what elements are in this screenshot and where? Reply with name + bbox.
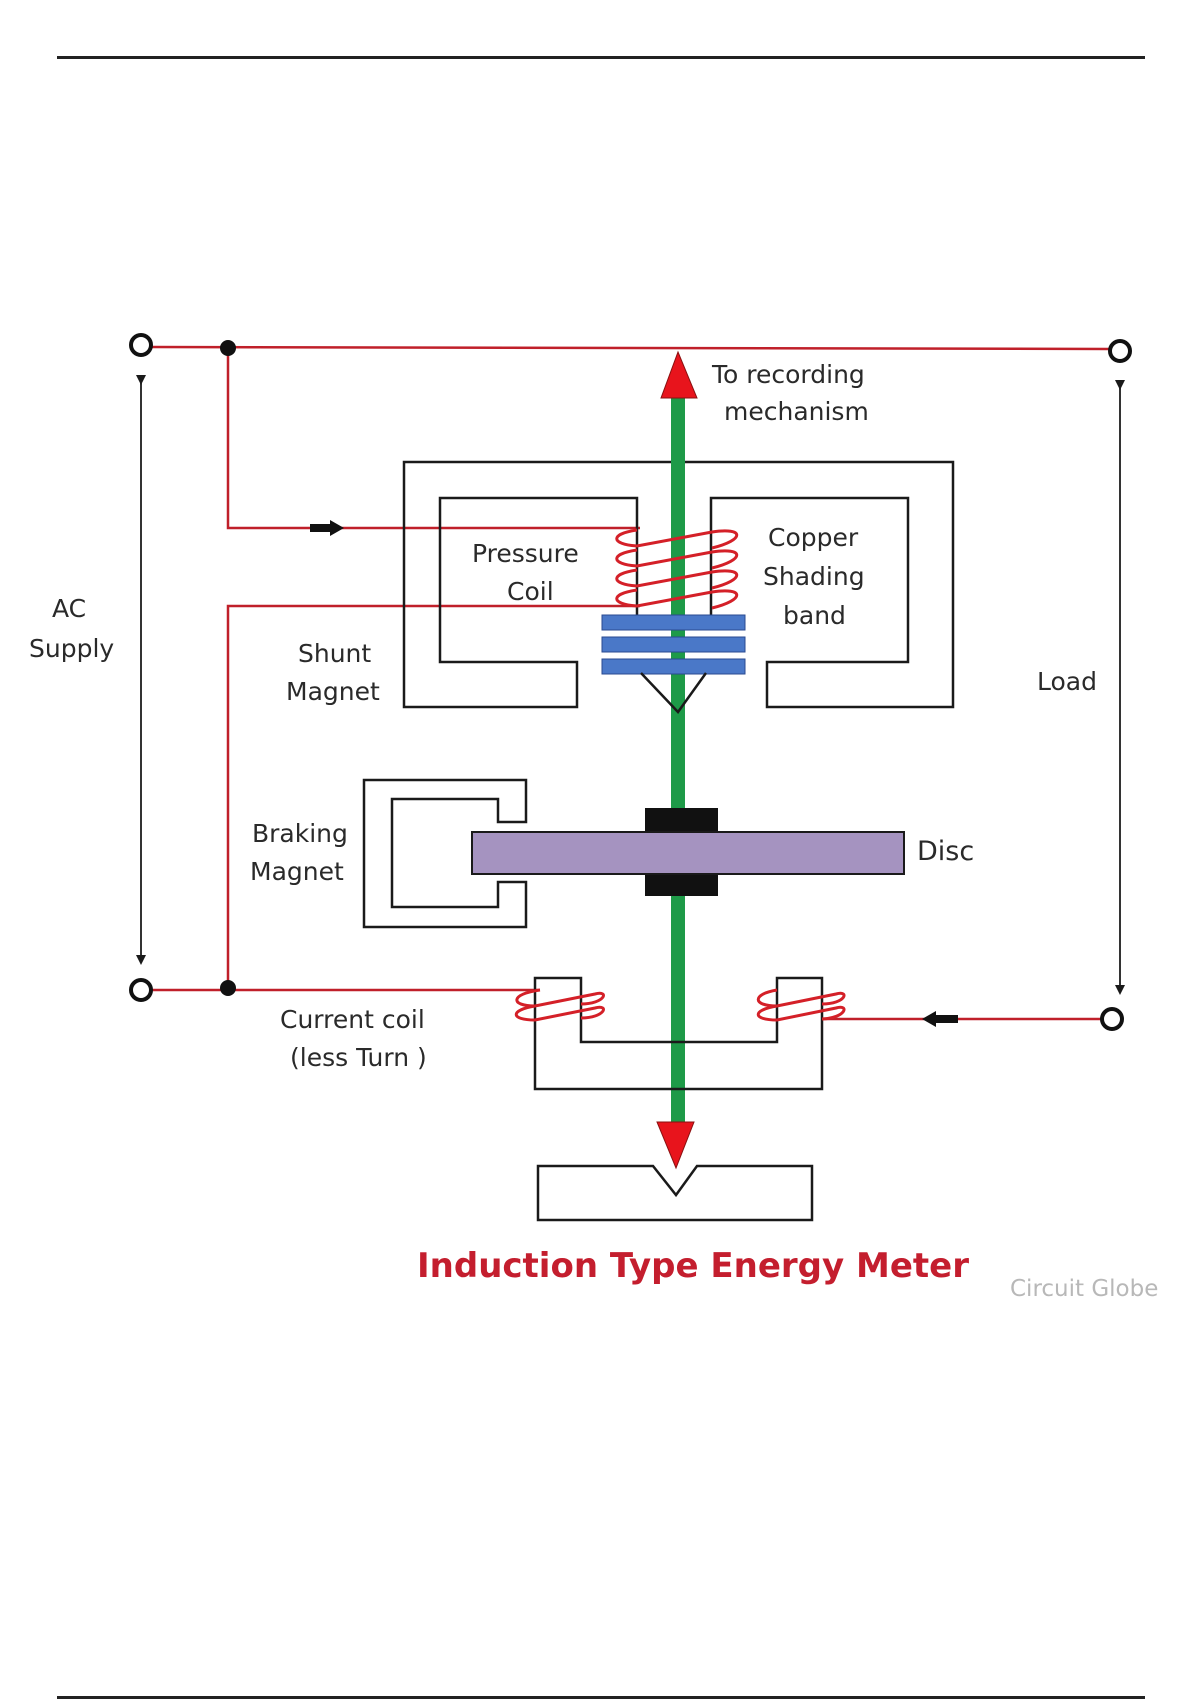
credit-watermark: Circuit Globe xyxy=(1010,1276,1158,1302)
bottom-rule xyxy=(57,1696,1145,1699)
supply-wiring xyxy=(149,345,1111,1021)
junction-dot-bottom xyxy=(220,980,236,996)
current-direction-arrow-right xyxy=(310,520,344,536)
spindle-shaft xyxy=(671,396,685,1126)
pressure-coil-return-wire xyxy=(226,604,640,988)
label-current-2: (less Turn ) xyxy=(290,1043,427,1072)
shunt-pole-tip xyxy=(640,672,708,714)
shading-plate xyxy=(601,614,746,631)
top-rule xyxy=(57,56,1145,59)
label-shunt-1: Shunt xyxy=(298,639,371,668)
hub-bottom xyxy=(645,872,718,896)
supply-terminal-bottom xyxy=(129,978,153,1002)
label-ac-1: AC xyxy=(52,594,86,623)
load-terminal-top xyxy=(1108,339,1132,363)
diagram-title: Induction Type Energy Meter xyxy=(417,1246,969,1286)
label-current-1: Current coil xyxy=(280,1005,425,1034)
label-shunt-2: Magnet xyxy=(286,677,380,706)
shunt-magnet-left xyxy=(402,460,678,709)
label-ac-2: Supply xyxy=(29,634,114,663)
label-pressure-2: Coil xyxy=(507,577,554,606)
rotating-disc xyxy=(471,831,905,875)
label-recording-2: mechanism xyxy=(724,397,869,426)
label-braking-2: Magnet xyxy=(250,857,344,886)
hub-top xyxy=(645,808,718,834)
pressure-coil-windings xyxy=(615,528,738,610)
label-braking-1: Braking xyxy=(252,819,348,848)
pressure-coil-feed-wire xyxy=(226,348,640,530)
recording-arrow-head xyxy=(660,350,698,399)
bottom-bearing xyxy=(536,1164,814,1222)
braking-magnet xyxy=(362,778,528,929)
bottom-arrow-head xyxy=(656,1121,695,1170)
series-magnet xyxy=(533,976,824,1091)
label-load: Load xyxy=(1037,667,1097,696)
label-copper-2: Shading xyxy=(763,562,865,591)
current-coil-windings xyxy=(514,988,846,1022)
shading-plate xyxy=(601,658,746,675)
shunt-magnet-right xyxy=(678,460,955,709)
label-pressure-1: Pressure xyxy=(472,539,579,568)
current-direction-arrow-left xyxy=(922,1011,958,1027)
top-line-wire xyxy=(149,345,1111,351)
supply-terminal-top xyxy=(129,333,153,357)
shading-plate xyxy=(601,636,746,653)
label-disc: Disc xyxy=(917,836,974,867)
load-terminal-bottom xyxy=(1100,1007,1124,1031)
junction-dot-top xyxy=(220,340,236,356)
label-recording-1: To recording xyxy=(711,360,865,389)
shading-band-plates xyxy=(601,614,746,675)
label-copper-3: band xyxy=(783,601,846,630)
label-copper-1: Copper xyxy=(768,523,859,552)
